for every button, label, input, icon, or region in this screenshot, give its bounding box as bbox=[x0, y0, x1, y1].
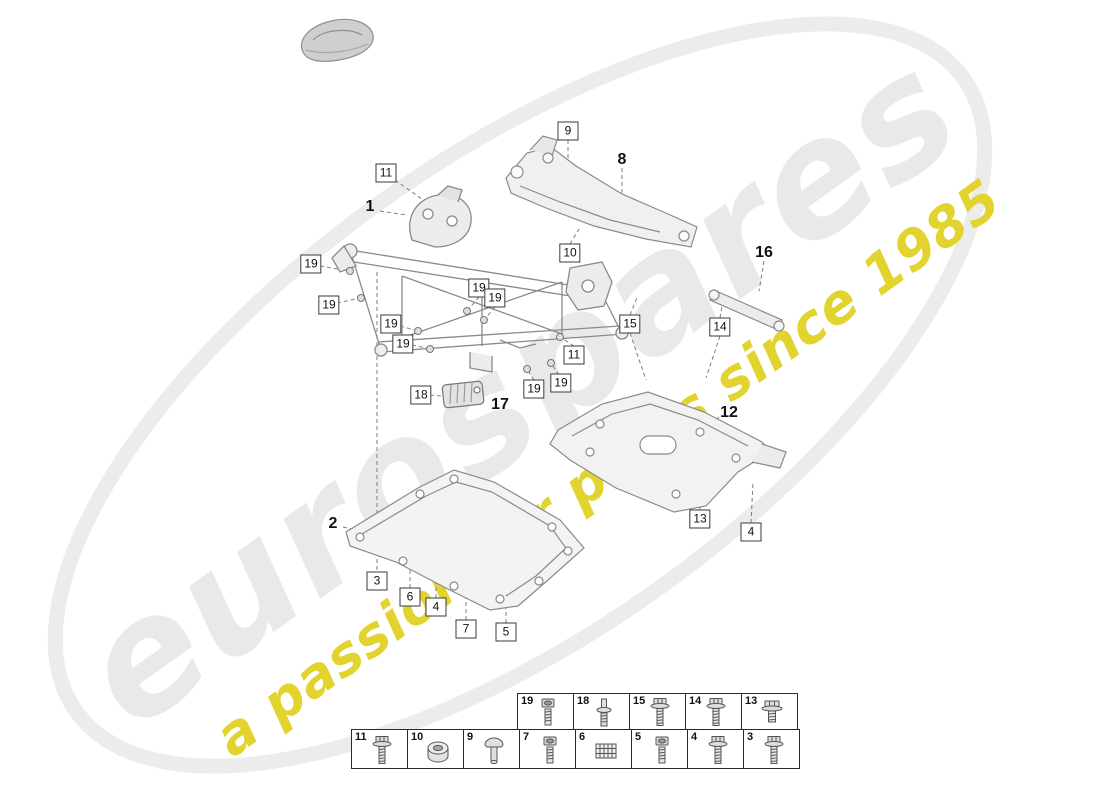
callout-box: 19 bbox=[318, 295, 340, 315]
legend-cell: 18 bbox=[573, 693, 630, 731]
socket-head-bolt-icon bbox=[537, 736, 563, 766]
callout-box: 11 bbox=[563, 345, 585, 365]
legend-cell-number: 15 bbox=[633, 695, 646, 707]
legend-cell-number: 6 bbox=[579, 731, 586, 743]
legend-cell-number: 5 bbox=[635, 731, 642, 743]
part-12-skid-plate bbox=[549, 391, 787, 513]
callout-box: 13 bbox=[689, 509, 711, 529]
legend-cell-number: 13 bbox=[745, 695, 758, 707]
callout-box: 7 bbox=[455, 619, 477, 639]
legend-cell: 10 bbox=[407, 729, 464, 769]
legend-cell: 11 bbox=[351, 729, 408, 769]
hex-flange-bolt-icon bbox=[647, 698, 673, 729]
legend-cell: 3 bbox=[743, 729, 800, 769]
callout-box: 18 bbox=[410, 385, 432, 405]
part-16-link bbox=[708, 289, 785, 332]
legend-cell-number: 10 bbox=[411, 731, 424, 743]
legend-cell-number: 18 bbox=[577, 695, 590, 707]
car-silhouette bbox=[301, 18, 374, 62]
part-17-damper-weight bbox=[441, 380, 485, 409]
callout-box: 15 bbox=[619, 314, 641, 334]
legend-cell: 6 bbox=[575, 729, 632, 769]
part-number-label: 12 bbox=[720, 404, 738, 421]
legend-cell-number: 9 bbox=[467, 731, 474, 743]
callout-box: 4 bbox=[425, 597, 447, 617]
callout-box: 11 bbox=[375, 163, 397, 183]
legend-row-bottom: 11 10 9 7 6 5 4 3 bbox=[351, 729, 800, 769]
callout-box: 14 bbox=[709, 317, 731, 337]
legend-row-top: 19 18 15 14 13 bbox=[517, 693, 798, 731]
flange-nut-icon bbox=[425, 737, 451, 765]
legend-cell-number: 4 bbox=[691, 731, 698, 743]
legend-cell: 19 bbox=[517, 693, 574, 731]
hex-flange-bolt-icon bbox=[705, 735, 731, 766]
callout-box: 9 bbox=[557, 121, 579, 141]
callout-box: 19 bbox=[523, 379, 545, 399]
part-8-crossmember bbox=[505, 135, 698, 248]
callout-box: 6 bbox=[399, 587, 421, 607]
callout-box: 19 bbox=[300, 254, 322, 274]
legend-cell-number: 3 bbox=[747, 731, 754, 743]
callout-box: 10 bbox=[559, 243, 581, 263]
part-1-subframe bbox=[331, 185, 629, 373]
legend-cell-number: 14 bbox=[689, 695, 702, 707]
part-number-label: 1 bbox=[365, 198, 375, 215]
legend-cell-number: 7 bbox=[523, 731, 530, 743]
hex-flange-bolt-icon bbox=[369, 735, 395, 766]
callout-box: 3 bbox=[366, 571, 388, 591]
legend-cell: 15 bbox=[629, 693, 686, 731]
legend-cell: 4 bbox=[687, 729, 744, 769]
legend-cell-number: 11 bbox=[355, 731, 367, 743]
part-number-label: 2 bbox=[328, 515, 338, 532]
stud-icon bbox=[591, 698, 617, 728]
legend-cell: 14 bbox=[685, 693, 742, 731]
part-number-label: 16 bbox=[755, 244, 773, 261]
rivet-icon bbox=[481, 736, 507, 766]
part-number-label: 8 bbox=[617, 151, 627, 168]
callout-box: 5 bbox=[495, 622, 517, 642]
legend-cell: 5 bbox=[631, 729, 688, 769]
callout-box: 19 bbox=[392, 334, 414, 354]
callout-box: 19 bbox=[380, 314, 402, 334]
legend-cell: 7 bbox=[519, 729, 576, 769]
hex-flange-bolt-icon bbox=[761, 735, 787, 766]
callout-box: 4 bbox=[740, 522, 762, 542]
hex-flange-bolt-short-icon bbox=[759, 700, 785, 726]
socket-head-bolt-icon bbox=[649, 736, 675, 766]
hex-flange-bolt-icon bbox=[703, 698, 729, 729]
legend-cell: 9 bbox=[463, 729, 520, 769]
part-2-cover-plate bbox=[345, 469, 585, 611]
legend-cell: 13 bbox=[741, 693, 798, 731]
part-number-label: 17 bbox=[491, 396, 509, 413]
callout-box: 19 bbox=[484, 288, 506, 308]
callout-box: 19 bbox=[550, 373, 572, 393]
legend-cell-number: 19 bbox=[521, 695, 534, 707]
socket-head-bolt-icon bbox=[535, 698, 561, 728]
clip-icon bbox=[592, 738, 620, 764]
